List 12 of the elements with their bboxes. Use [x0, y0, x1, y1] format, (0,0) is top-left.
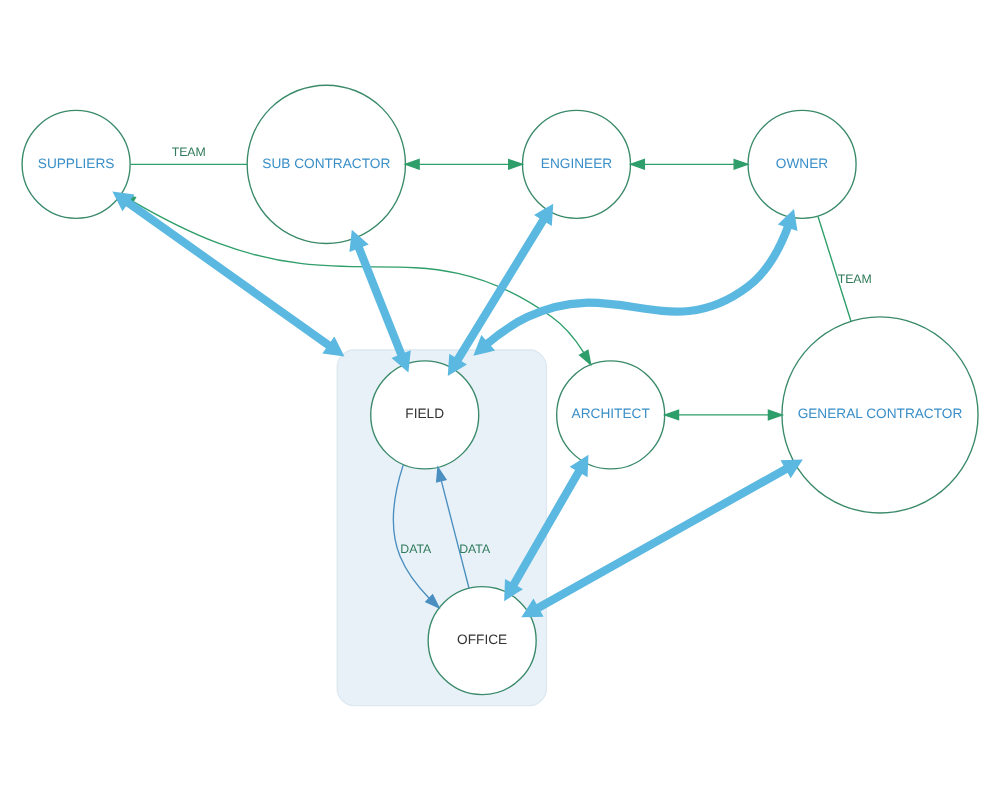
- arrow: [435, 464, 470, 588]
- arrow: [447, 202, 554, 375]
- arrow: [392, 463, 441, 609]
- arrow: [521, 458, 803, 617]
- connector: [817, 214, 852, 321]
- arrow: [504, 453, 589, 601]
- arrow: [662, 408, 785, 420]
- arrow: [473, 208, 798, 355]
- arrow: [349, 228, 411, 372]
- connector: [129, 162, 249, 165]
- arrow: [628, 157, 750, 170]
- arrow: [403, 157, 525, 170]
